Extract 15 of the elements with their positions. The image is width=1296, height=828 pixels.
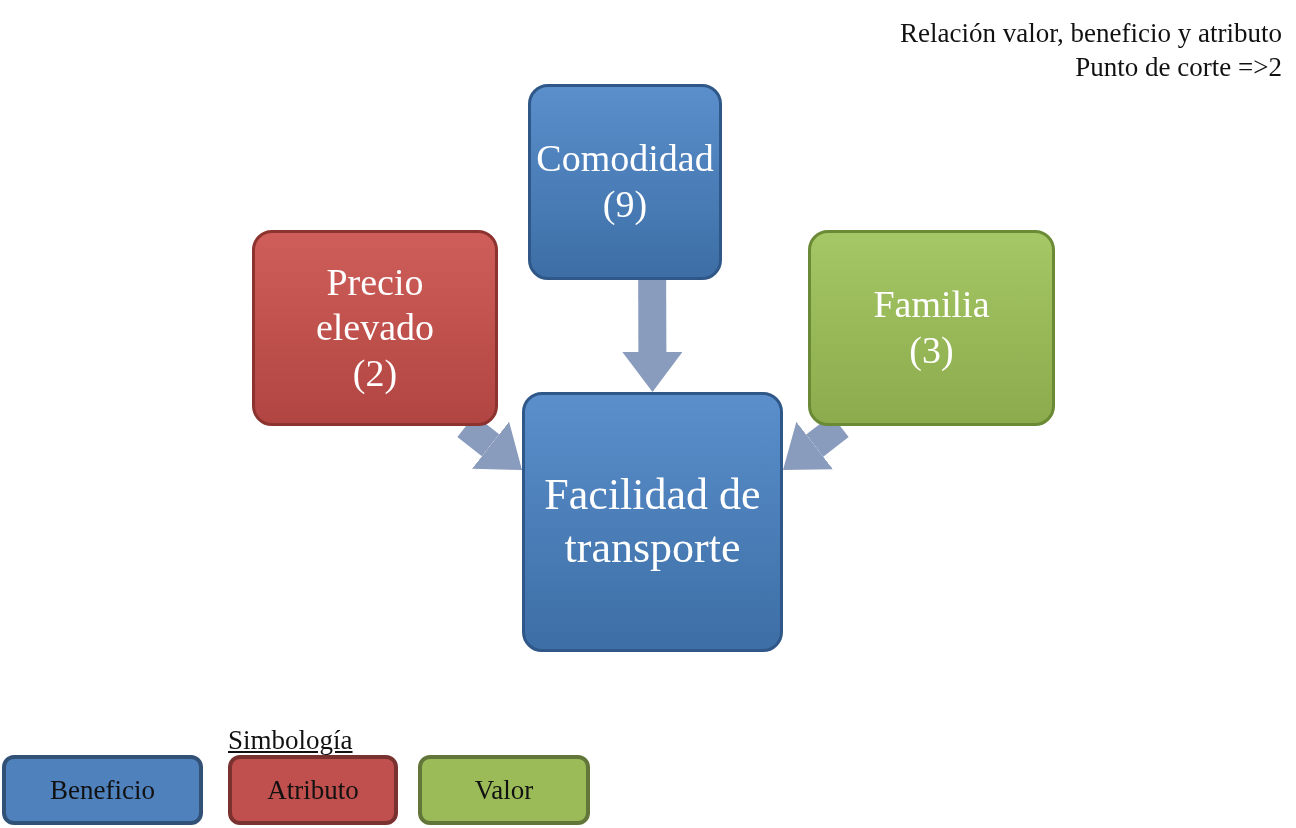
subtitle: Punto de corte =>2	[1075, 52, 1282, 83]
rounded-box	[808, 230, 1055, 426]
node-label: Familia (3)	[872, 282, 991, 373]
legend-heading: Simbología	[228, 725, 353, 756]
legend-label: Beneficio	[50, 774, 155, 806]
rounded-box	[252, 230, 498, 426]
node-label: Precio elevado (2)	[314, 259, 436, 396]
block-arrow	[622, 279, 683, 392]
node-label: Comodidad (9)	[535, 136, 715, 227]
legend-label: Valor	[474, 774, 534, 806]
rounded-box	[522, 392, 783, 652]
title: Relación valor, beneficio y atributo	[899, 18, 1282, 49]
rounded-box	[528, 84, 722, 280]
node-label: Facilidad de transporte	[543, 469, 762, 574]
legend-label: Atributo	[267, 774, 359, 806]
